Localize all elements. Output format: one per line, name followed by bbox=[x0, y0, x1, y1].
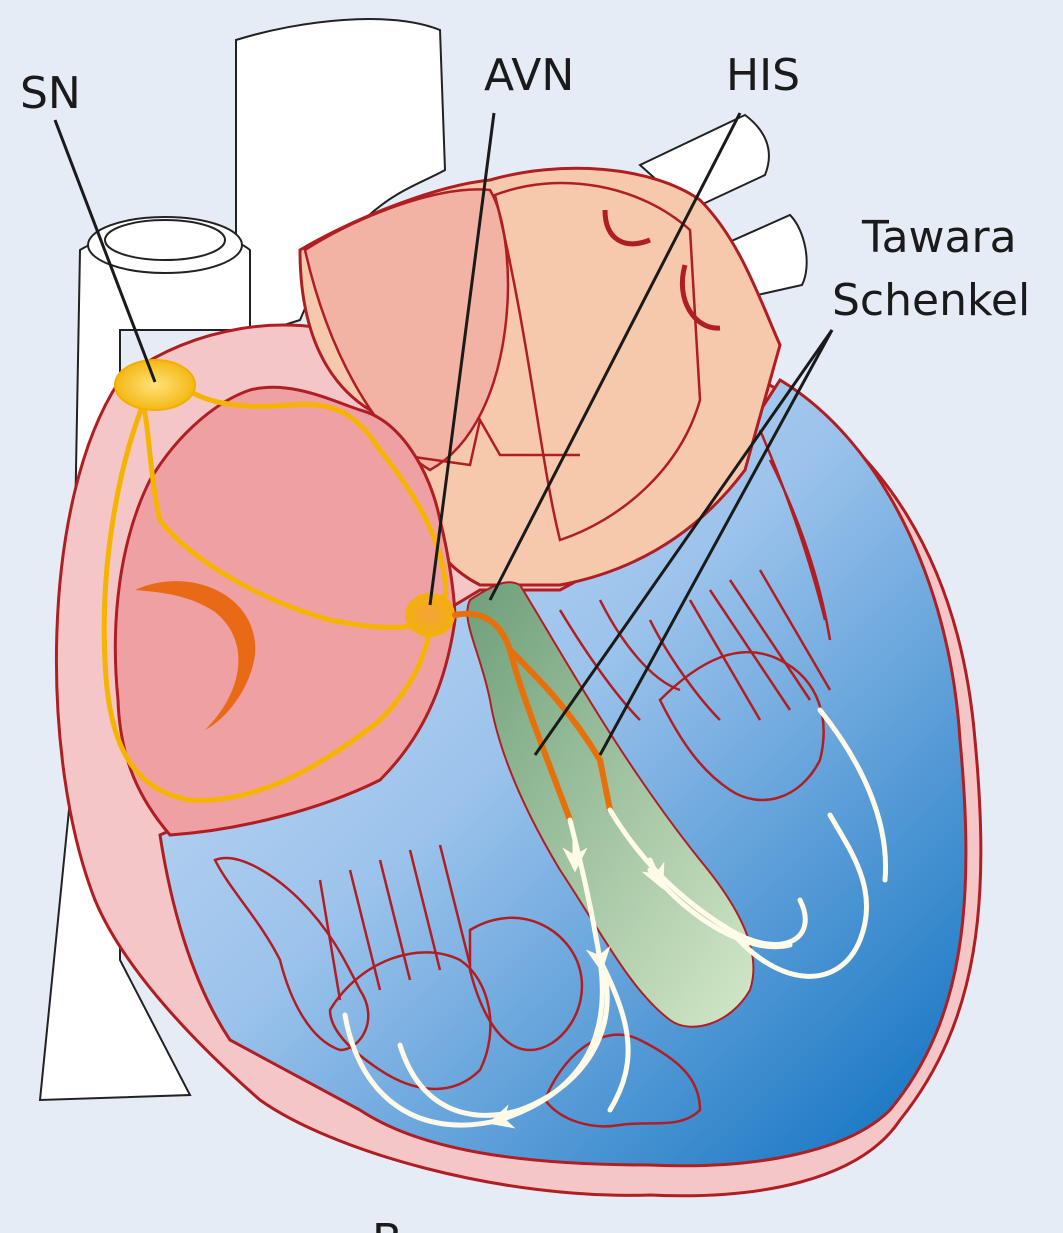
sinus-node-icon bbox=[115, 360, 195, 410]
label-sn: SN bbox=[20, 68, 81, 119]
label-his: HIS bbox=[726, 50, 800, 101]
label-schenkel: Schenkel bbox=[832, 275, 1030, 326]
label-tawara: Tawara bbox=[861, 212, 1017, 263]
panel-letter: B bbox=[372, 1215, 402, 1233]
label-avn: AVN bbox=[484, 50, 574, 101]
